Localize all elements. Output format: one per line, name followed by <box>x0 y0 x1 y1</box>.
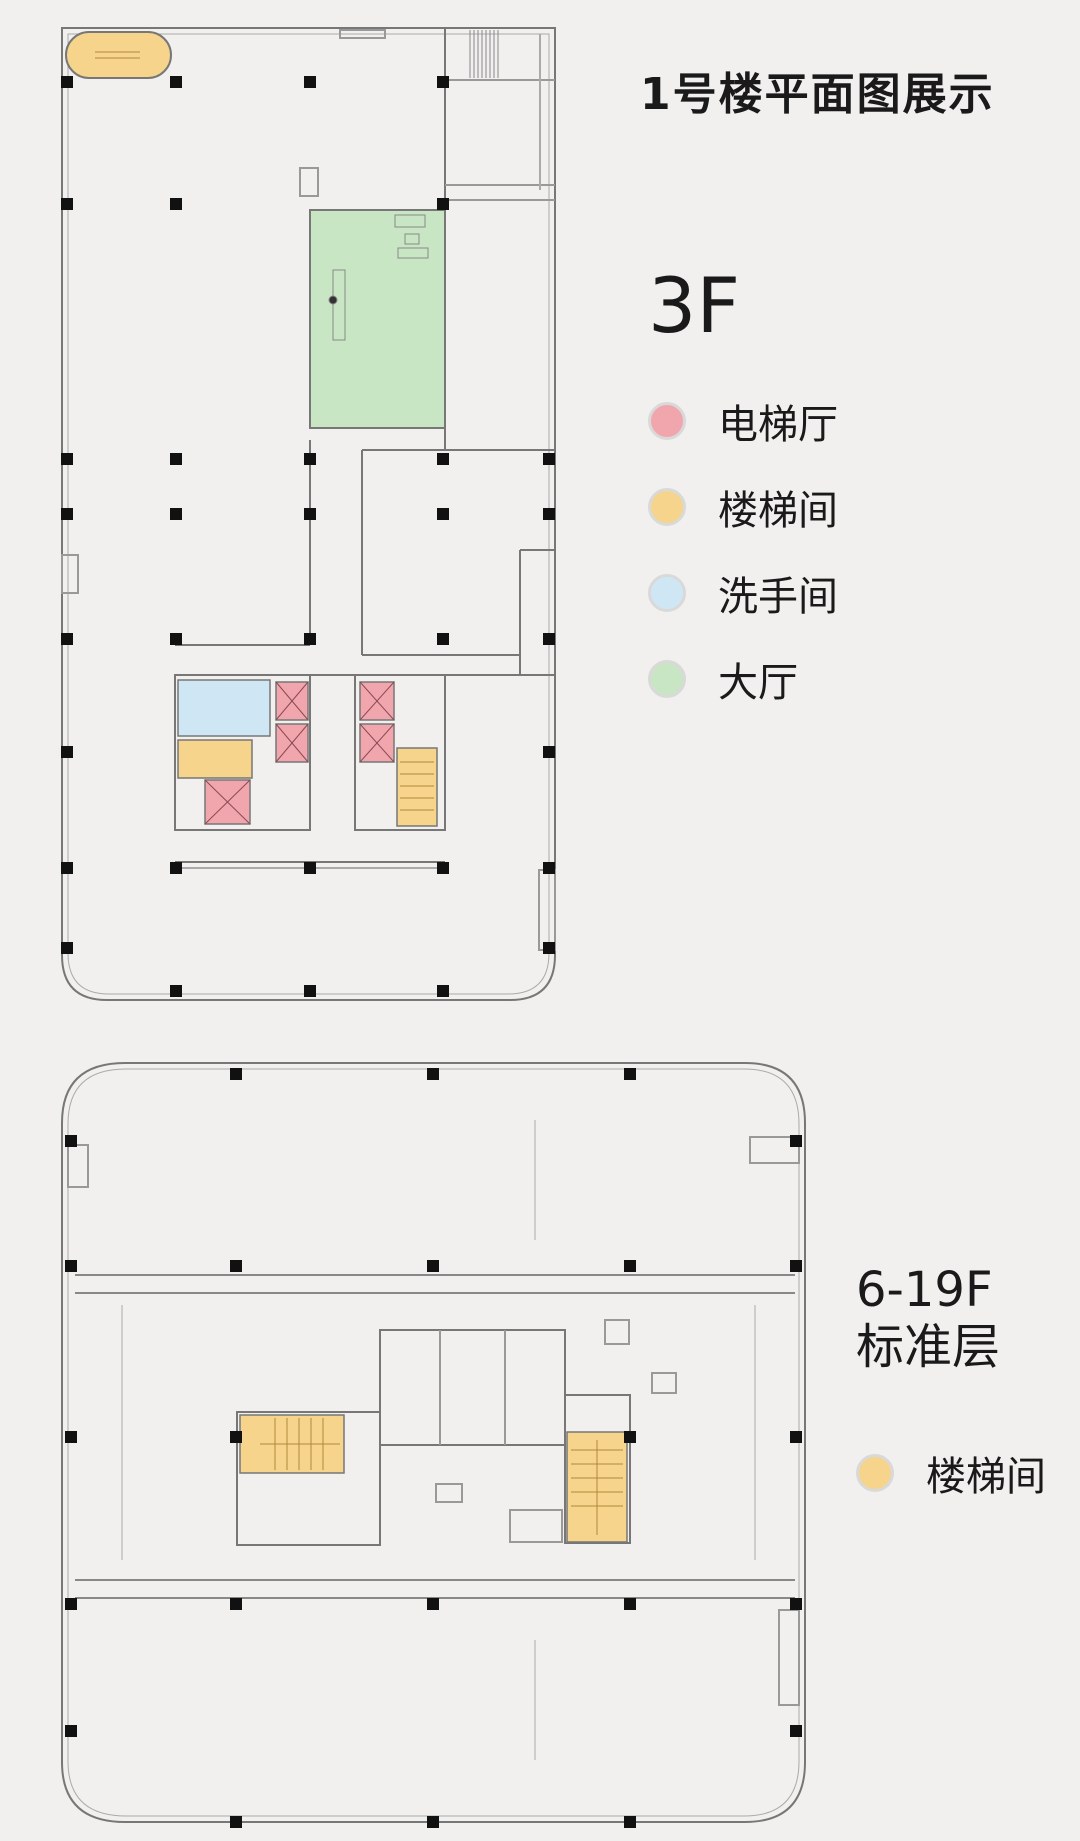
plan-3f-columns <box>61 76 555 997</box>
plan-std-columns <box>65 1068 802 1828</box>
plan-3f <box>61 27 556 1001</box>
plan-3f-core-left <box>174 674 311 831</box>
legend-label: 电梯厅 <box>718 402 838 448</box>
floor-3f-label: 3F <box>648 261 741 350</box>
plan-3f-lobby-furniture <box>328 214 429 341</box>
plan-3f-stair-nw <box>65 31 172 79</box>
page-title: 1号楼平面图展示 <box>640 69 995 120</box>
plan-3f-core-right <box>354 674 446 831</box>
plan-std-core <box>379 1329 566 1446</box>
floor-std-label: 6-19F 标准层 <box>856 1262 1000 1375</box>
lobby-dot-icon <box>648 660 686 698</box>
plan-3f-inner-outline <box>67 33 550 995</box>
plan-3f-stair-top-right <box>469 30 499 78</box>
plan-std-outline <box>61 1062 806 1823</box>
elevator-dot-icon <box>648 402 686 440</box>
floor-name: 标准层 <box>856 1318 1001 1375</box>
legend-item: 楼梯间 <box>856 1430 1046 1516</box>
legend-item: 大厅 <box>648 636 838 722</box>
plan-std-inner-outline <box>67 1068 800 1817</box>
plan-3f-outline <box>61 27 556 1001</box>
floor-range: 6-19F <box>856 1262 993 1318</box>
plan-3f-stair-left <box>177 739 253 779</box>
plan-3f-lobby <box>309 209 446 429</box>
plan-3f-restroom <box>177 679 271 737</box>
stair-dot-icon <box>648 488 686 526</box>
stair-dot-icon <box>856 1454 894 1492</box>
legend-label: 楼梯间 <box>718 488 838 534</box>
legend-item: 楼梯间 <box>648 464 838 550</box>
legend-label: 大厅 <box>718 660 798 706</box>
legend-item: 洗手间 <box>648 550 838 636</box>
plan-std <box>61 1062 806 1823</box>
legend-label: 洗手间 <box>718 574 838 620</box>
restroom-dot-icon <box>648 574 686 612</box>
legend-label: 楼梯间 <box>926 1454 1046 1500</box>
legend-3f: 电梯厅 楼梯间 洗手间 大厅 <box>648 378 838 722</box>
legend-item: 电梯厅 <box>648 378 838 464</box>
plan-3f-stair-right <box>396 747 438 827</box>
plan-3f-elevator-cross <box>204 681 395 825</box>
legend-std: 楼梯间 <box>856 1430 1046 1516</box>
